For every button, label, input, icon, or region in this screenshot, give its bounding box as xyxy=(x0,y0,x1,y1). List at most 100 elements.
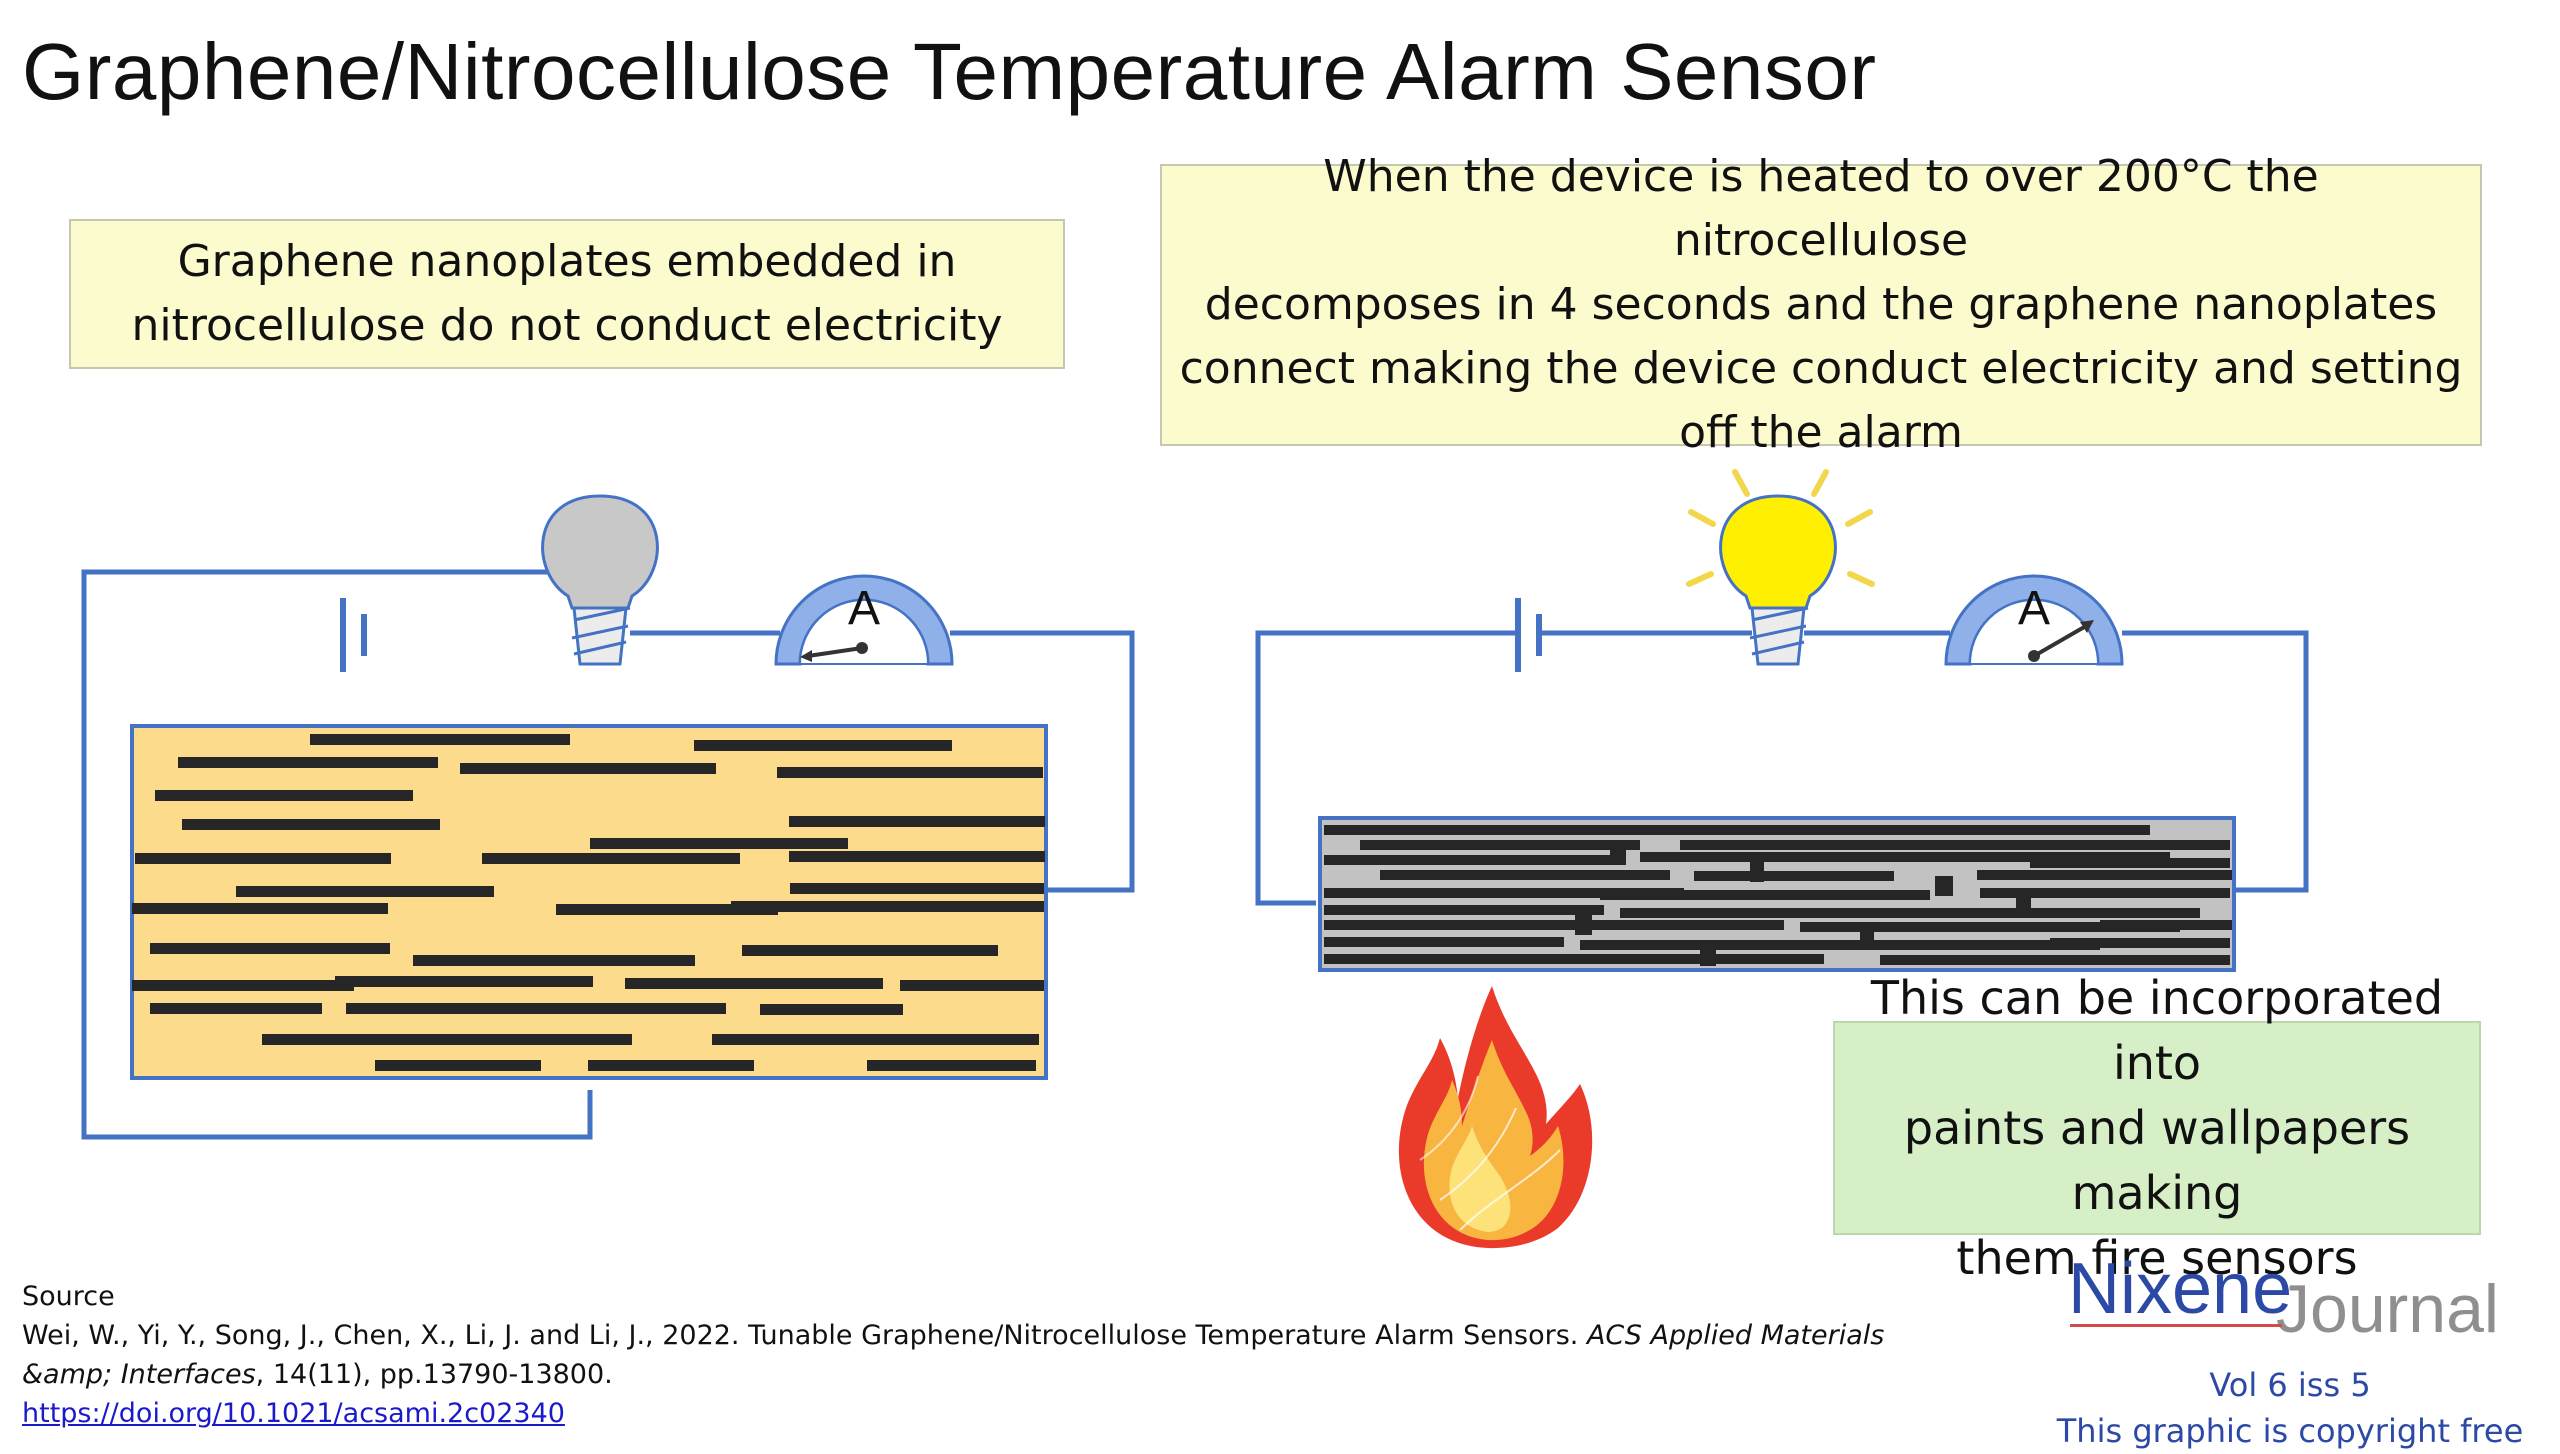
graphene-flake xyxy=(1700,946,1716,966)
citation-volume-pages: , 14(11), pp.13790-13800. xyxy=(255,1359,613,1390)
volume-label: Vol 6 iss 5 xyxy=(2209,1366,2371,1404)
graphene-flake xyxy=(1977,870,2232,880)
bulb-off-icon xyxy=(541,494,659,666)
citation-journal-part-1: ACS Applied Materials xyxy=(1586,1320,1885,1351)
graphene-flake xyxy=(1324,855,1624,865)
graphene-flake xyxy=(346,1003,620,1014)
doi-link[interactable]: https://doi.org/10.1021/acsami.2c02340 xyxy=(22,1398,565,1429)
graphene-flake xyxy=(1680,840,2080,850)
graphene-flake xyxy=(790,883,1044,894)
graphene-flake xyxy=(1380,870,1670,880)
graphene-flake xyxy=(590,838,848,849)
graphene-flake xyxy=(731,901,791,912)
graphene-flake xyxy=(310,734,570,745)
note-right-line-4: off the alarm xyxy=(1679,407,1963,458)
ammeter-label-left: A xyxy=(848,582,880,635)
graphene-flake xyxy=(182,819,440,830)
source-heading: Source xyxy=(22,1281,115,1312)
graphene-flake xyxy=(1324,888,1684,898)
graphene-flake xyxy=(1324,954,1824,964)
graphene-flake xyxy=(460,763,716,774)
battery-icon xyxy=(1515,598,1542,672)
flame-icon xyxy=(1398,986,1593,1249)
graphene-flake xyxy=(2016,897,2031,917)
left-wire-right xyxy=(950,630,1135,893)
graphene-flake xyxy=(482,853,740,864)
graphene-flake xyxy=(789,816,1045,827)
graphene-flake xyxy=(135,853,391,864)
ammeter-icon: A xyxy=(774,574,954,666)
graphene-flake xyxy=(1980,888,2230,898)
graphene-flake xyxy=(1694,871,1894,881)
right-wire-right xyxy=(2122,630,2309,893)
graphene-flake xyxy=(1860,930,1874,950)
graphene-flake xyxy=(1324,937,1564,947)
graphene-flake xyxy=(742,945,998,956)
graphene-flake xyxy=(1600,890,1930,900)
note-bottom-line-1: This can be incorporated into xyxy=(1870,970,2444,1090)
graphene-flake xyxy=(1360,840,1640,850)
graphene-flake xyxy=(132,903,388,914)
note-heated-conduction: When the device is heated to over 200°C … xyxy=(1160,151,2482,458)
footer-info: Vol 6 iss 5 This graphic is copyright fr… xyxy=(2050,1362,2530,1454)
citation-line-1: Wei, W., Yi, Y., Song, J., Chen, X., Li,… xyxy=(22,1316,1885,1355)
note-right-line-1: When the device is heated to over 200°C … xyxy=(1323,151,2319,266)
left-circuit: A xyxy=(81,494,1135,1140)
graphene-flake xyxy=(556,904,778,915)
graphene-flake xyxy=(789,851,1045,862)
graphene-flake xyxy=(588,1060,754,1071)
source-citation: Source Wei, W., Yi, Y., Song, J., Chen, … xyxy=(22,1277,1885,1433)
graphene-flake xyxy=(236,886,494,897)
graphene-flake xyxy=(1575,915,1592,935)
left-wire-top xyxy=(81,569,593,1140)
right-wire-left xyxy=(1255,630,1515,906)
graphene-flake xyxy=(616,1003,726,1014)
note-right-line-2: decomposes in 4 seconds and the graphene… xyxy=(1204,279,2438,330)
graphene-flake xyxy=(1960,840,2230,850)
graphene-flake xyxy=(2100,920,2232,930)
graphene-flake xyxy=(900,980,1044,991)
graphene-nanoplates-connected xyxy=(1324,825,2232,966)
note-no-conduction: Graphene nanoplates embedded in nitrocel… xyxy=(69,219,1065,369)
graphene-flake xyxy=(867,1060,1036,1071)
graphene-flake xyxy=(2030,858,2230,868)
graphene-flake xyxy=(178,757,438,768)
graphene-flake xyxy=(712,1034,882,1045)
graphene-flake xyxy=(1610,845,1626,865)
note-right-line-3: connect making the device conduct electr… xyxy=(1179,343,2463,394)
graphene-flake xyxy=(625,978,883,989)
graphene-flake xyxy=(790,901,1044,912)
graphene-flake xyxy=(1640,852,2170,862)
logo-journal: Journal xyxy=(2276,1271,2500,1347)
right-circuit: A xyxy=(1255,469,2309,1249)
graphene-flake xyxy=(132,980,354,991)
graphene-flake xyxy=(150,943,390,954)
light-rays xyxy=(1686,469,1875,587)
graphene-flake xyxy=(1750,862,1764,882)
graphene-flake xyxy=(777,767,1043,778)
graphene-flake xyxy=(150,1003,322,1014)
graphene-nanoplates-separated xyxy=(132,734,1045,1071)
citation-line-2: &amp; Interfaces, 14(11), pp.13790-13800… xyxy=(22,1355,1882,1394)
graphene-flake xyxy=(1800,922,2180,932)
citation-journal-part-2: &amp; Interfaces xyxy=(22,1359,256,1390)
graphene-flake xyxy=(1324,920,1784,930)
graphene-flake xyxy=(1324,825,2144,835)
bulb-on-icon xyxy=(1686,469,1875,666)
citation-authors-title: Wei, W., Yi, Y., Song, J., Chen, X., Li,… xyxy=(22,1320,1587,1351)
graphene-flake xyxy=(1324,905,1604,915)
graphene-flake xyxy=(413,955,695,966)
nixene-journal-logo: Nixene Journal xyxy=(2068,1248,2508,1348)
graphene-flake xyxy=(2050,938,2230,948)
graphene-flake xyxy=(375,1060,541,1071)
note-left-line-1: Graphene nanoplates embedded in xyxy=(177,236,957,287)
graphene-flake xyxy=(1880,955,2230,965)
graphene-flake xyxy=(1620,908,2200,918)
ammeter-icon: A xyxy=(1944,574,2124,666)
graphene-flake xyxy=(262,1034,502,1045)
ammeter-label-right: A xyxy=(2018,582,2050,635)
graphene-flake xyxy=(335,976,593,987)
note-bottom-line-2: paints and wallpapers making xyxy=(1903,1100,2411,1220)
battery-icon xyxy=(340,598,367,672)
